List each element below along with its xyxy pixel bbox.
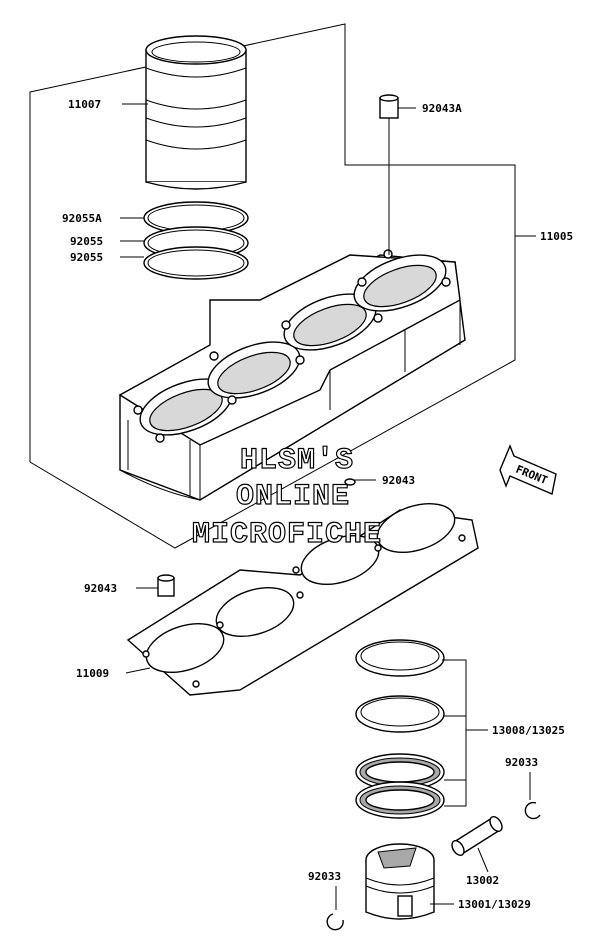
dowel-pin-left[interactable] — [157, 574, 175, 597]
label-92043a: 92043A — [422, 102, 462, 115]
dowel-pin-block[interactable] — [344, 478, 356, 486]
piston-rings[interactable] — [355, 639, 445, 819]
label-11005: 11005 — [540, 230, 573, 243]
base-gasket[interactable] — [126, 495, 479, 696]
assembly-boundary — [29, 23, 516, 549]
cylinder-sleeve[interactable] — [145, 35, 247, 190]
piston-pin[interactable] — [450, 815, 505, 858]
label-11007: 11007 — [68, 98, 101, 111]
watermark-line-3: MICROFICHE — [192, 518, 382, 552]
front-arrow-icon: FRONT — [499, 444, 557, 495]
circlip-right[interactable] — [524, 801, 541, 820]
label-13002: 13002 — [466, 874, 499, 887]
label-92055-upper: 92055 — [70, 235, 103, 248]
watermark-line-1: HLSM'S — [240, 444, 354, 478]
label-92043-top: 92043 — [382, 474, 415, 487]
leader-lines — [120, 103, 536, 910]
piston[interactable] — [365, 843, 435, 920]
label-11009: 11009 — [76, 667, 109, 680]
label-92055-lower: 92055 — [70, 251, 103, 264]
watermark-line-2: ONLINE — [236, 480, 350, 514]
cylinder-block[interactable] — [118, 244, 466, 501]
label-13008: 13008/13025 — [492, 724, 565, 737]
cylinder-gaskets[interactable] — [143, 201, 249, 280]
label-92043-left: 92043 — [84, 582, 117, 595]
label-92055a: 92055A — [62, 212, 102, 225]
label-92033-right: 92033 — [505, 756, 538, 769]
dowel-pin-top[interactable] — [379, 94, 399, 119]
label-92033-left: 92033 — [308, 870, 341, 883]
circlip-left[interactable] — [326, 913, 344, 931]
label-13001: 13001/13029 — [458, 898, 531, 911]
